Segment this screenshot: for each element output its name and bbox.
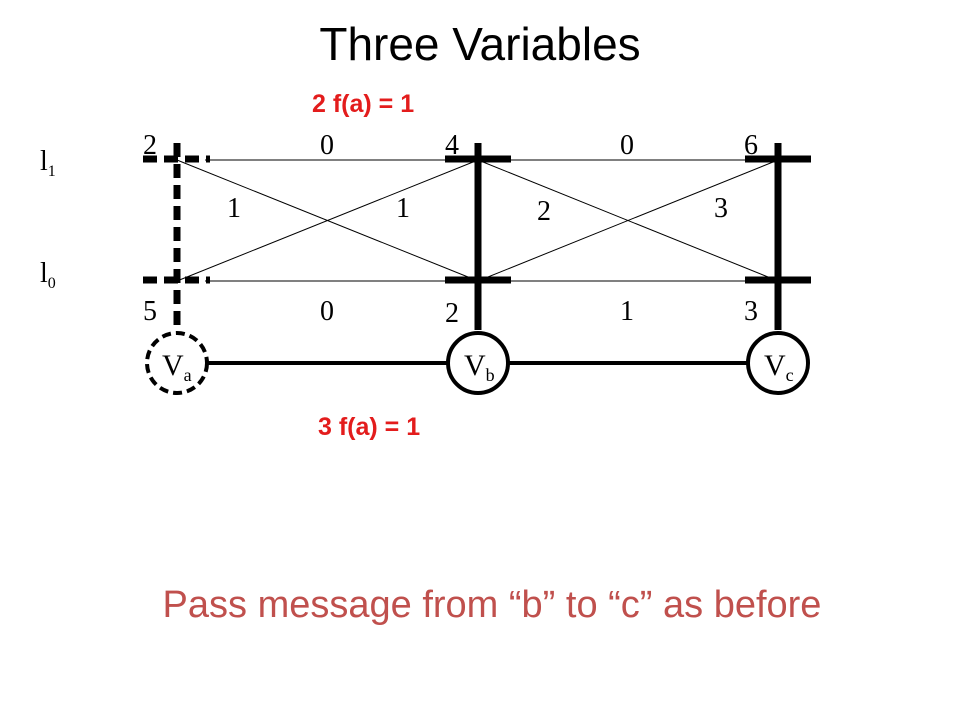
pairwise-bc-l1l0: 2 [537, 196, 551, 227]
pairwise-ab-l1l0: 1 [227, 193, 241, 224]
unary-b-l0: 2 [445, 298, 459, 329]
unary-c-l1: 6 [744, 130, 758, 161]
node-b-circle [446, 331, 510, 395]
pairwise-edges [176, 159, 779, 282]
unary-b-l1: 4 [445, 130, 459, 161]
node-b-label: Vb [464, 349, 495, 385]
pairwise-ab-l0l1: 1 [396, 193, 410, 224]
pairwise-ab-l0l0: 0 [320, 296, 334, 327]
pairwise-bc-l0l1: 3 [714, 193, 728, 224]
unary-a-l1: 2 [143, 130, 157, 161]
edge-b-c-l0l1 [477, 159, 779, 282]
variable-a-labels [143, 143, 210, 330]
slide-title: Three Variables [319, 18, 640, 70]
pairwise-bc-l0l0: 1 [620, 296, 634, 327]
pairwise-ab-l1l1: 0 [320, 130, 334, 161]
variable-b-labels [445, 143, 511, 330]
row-label-l1: l1 [40, 146, 56, 180]
variable-c-labels [745, 143, 811, 330]
node-a-circle [145, 331, 209, 395]
node-c-circle [746, 331, 810, 395]
message-annotation-bottom: 3 f(a) = 1 [318, 413, 420, 441]
unary-c-l0: 3 [744, 296, 758, 327]
unary-a-l0: 5 [143, 296, 157, 327]
node-a-label: Va [162, 349, 192, 385]
row-label-l0: l0 [40, 258, 56, 292]
slide-caption: Pass message from “b” to “c” as before [163, 584, 822, 626]
edge-a-b-l0l1 [176, 159, 479, 282]
pairwise-bc-l1l1: 0 [620, 130, 634, 161]
node-c-label: Vc [764, 349, 794, 385]
message-annotation-top: 2 f(a) = 1 [312, 90, 414, 118]
